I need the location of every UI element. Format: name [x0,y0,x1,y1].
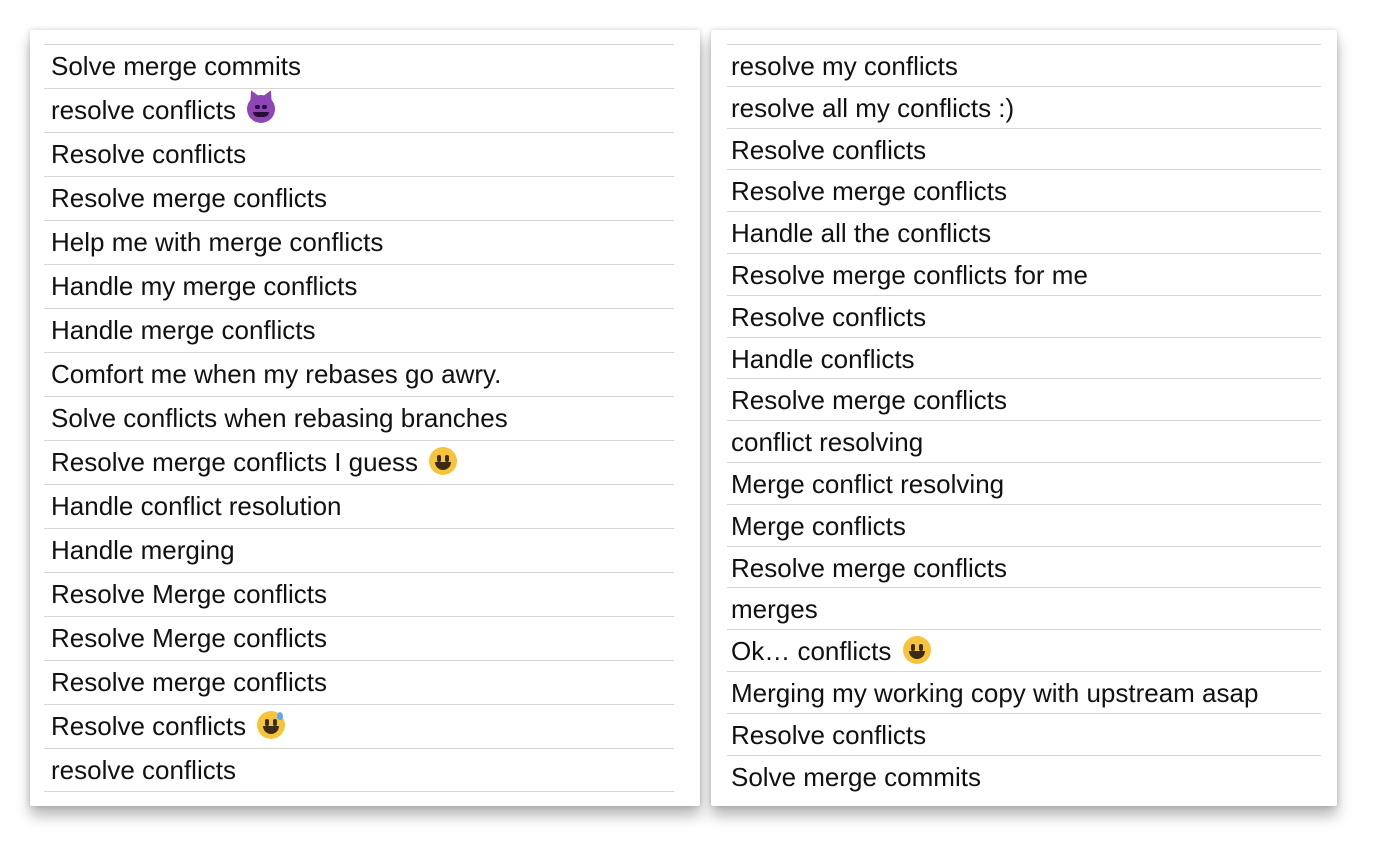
list-item-text: Handle conflicts [731,343,915,374]
list-item-text: Resolve conflicts [51,139,247,169]
list-item: resolve conflicts [44,748,674,792]
list-item: Handle conflict resolution [44,484,674,528]
list-item-text: Resolve merge conflicts for me [731,259,1088,290]
list-item-text: resolve conflicts [51,755,236,785]
list-item: Resolve merge conflicts [727,545,1321,588]
list-item-text: Resolve conflicts [731,301,927,332]
list-item-text: Resolve merge conflicts [731,552,1007,583]
list-item-text: Resolve conflicts [731,719,927,750]
list-item-text: Resolve merge conflicts I guess [51,447,419,477]
list-item-text: Resolve merge conflicts [51,667,327,697]
list-item: Ok… conflicts [727,629,1321,671]
list-item: Resolve merge conflicts for me [727,252,1321,295]
right-panel: resolve my conflicts resolve all my conf… [711,30,1337,806]
list-item: Handle merge conflicts [44,308,674,352]
list-item: Resolve merge conflicts [44,660,674,704]
list-item-text: Ok… conflicts [731,636,892,667]
smiling-devil-icon [247,95,276,123]
list-item-text: Resolve merge conflicts [51,183,327,213]
list-item: Handle my merge conflicts [44,264,674,308]
list-item-text: Solve conflicts when rebasing branches [51,403,508,433]
list-item: resolve conflicts [44,88,674,132]
left-list: Solve merge commits resolve conflicts Re… [44,44,674,792]
grinning-face-icon [429,447,458,475]
list-item-text: Help me with merge conflicts [51,227,384,257]
list-item-text: Resolve conflicts [51,711,247,741]
grinning-face-icon [902,636,931,665]
list-item: Help me with merge conflicts [44,220,674,264]
grinning-sweat-icon [257,711,286,739]
list-item: Handle conflicts [727,336,1321,379]
list-item-text: Resolve merge conflicts [731,176,1007,207]
list-item-text: Resolve conflicts [731,134,927,165]
list-item-text: Resolve Merge conflicts [51,579,327,609]
list-item: Resolve conflicts [727,712,1321,755]
list-item: Merge conflict resolving [727,461,1321,504]
list-item-text: conflict resolving [731,427,924,458]
left-panel: Solve merge commits resolve conflicts Re… [30,30,700,806]
list-item: Resolve conflicts [44,704,674,748]
list-item: Resolve conflicts [44,132,674,176]
list-item: conflict resolving [727,420,1321,462]
list-item-text: Merge conflicts [731,510,906,541]
list-item-text: Comfort me when my rebases go awry. [51,359,502,389]
list-item-text: Solve merge commits [731,761,981,792]
list-item-text: Handle merging [51,535,235,565]
list-item: Resolve merge conflicts [44,176,674,220]
list-item-text: Solve merge commits [51,51,301,81]
list-item: Resolve merge conflicts [727,378,1321,420]
list-item-text: Handle all the conflicts [731,218,992,249]
list-item-text: merges [731,594,818,625]
list-item-text: Merge conflict resolving [731,468,1005,499]
list-item: Resolve Merge conflicts [44,616,674,660]
list-item-text: Handle my merge conflicts [51,271,358,301]
list-item-text: Resolve Merge conflicts [51,623,327,653]
list-item: resolve my conflicts [727,44,1321,86]
list-item-text: resolve conflicts [51,95,236,125]
right-list: resolve my conflicts resolve all my conf… [727,44,1321,796]
list-item-text: Merging my working copy with upstream as… [731,677,1259,708]
list-item: Resolve conflicts [727,127,1321,170]
list-item-text: Handle merge conflicts [51,315,316,345]
list-item: Resolve merge conflicts [727,169,1321,211]
list-item: Resolve merge conflicts I guess [44,440,674,484]
list-item: Handle all the conflicts [727,211,1321,253]
list-item: merges [727,587,1321,629]
list-item-text: resolve all my conflicts :) [731,92,1015,123]
list-item: Merging my working copy with upstream as… [727,670,1321,713]
list-item-text: Handle conflict resolution [51,491,342,521]
list-item: Comfort me when my rebases go awry. [44,352,674,396]
list-item-text: Resolve merge conflicts [731,385,1007,416]
list-item: Solve conflicts when rebasing branches [44,396,674,440]
list-item: Resolve conflicts [727,294,1321,337]
list-item: Solve merge commits [44,44,674,88]
list-item: Merge conflicts [727,503,1321,546]
list-item-text: resolve my conflicts [731,51,958,81]
list-item: resolve all my conflicts :) [727,85,1321,128]
list-item: Handle merging [44,528,674,572]
list-item: Resolve Merge conflicts [44,572,674,616]
list-item: Solve merge commits [727,754,1321,797]
